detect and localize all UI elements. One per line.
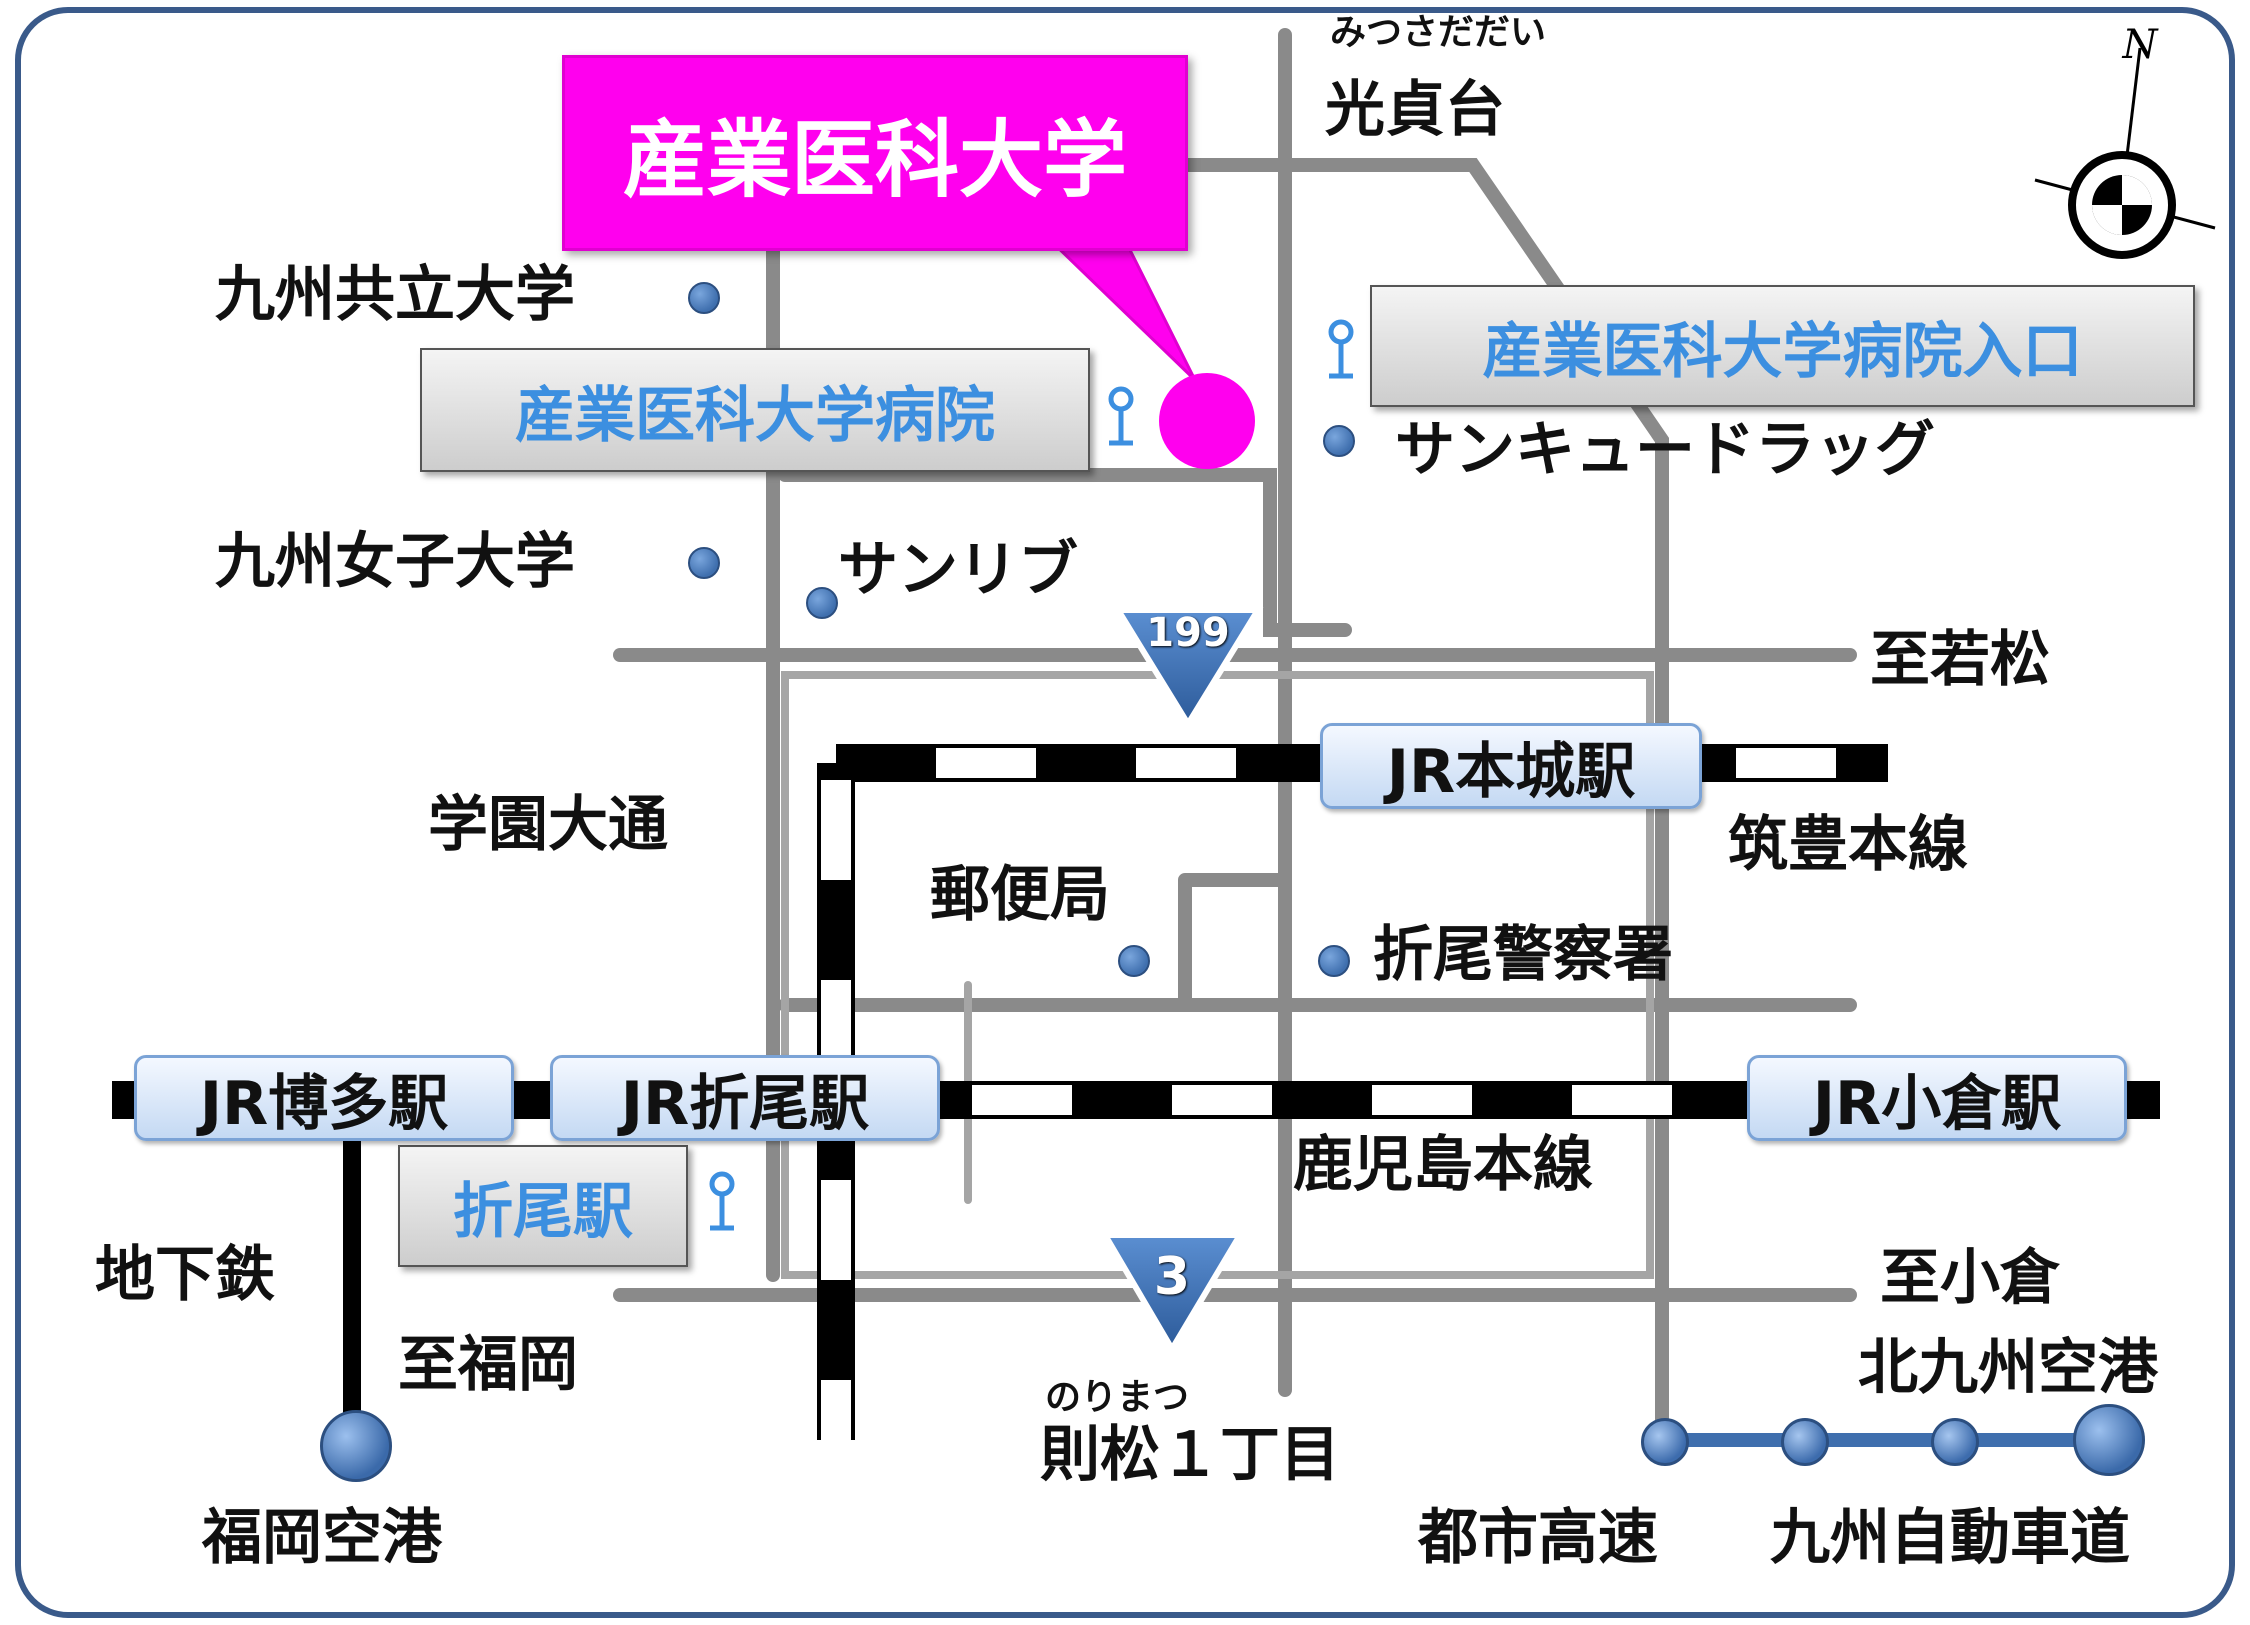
kyushu-kyoritsu-label: 九州共立大学: [215, 260, 575, 330]
bus-stop-hospital: 産業医科大学病院: [420, 348, 1090, 472]
gakuen-odori-label: 学園大通: [428, 790, 668, 860]
bus-stop-orio-station: 折尾駅: [398, 1145, 688, 1267]
expressway-node-marker: [1641, 1418, 1689, 1466]
orio-police-label: 折尾警察署: [1373, 920, 1673, 990]
bus-stop-pin-icon: [709, 1171, 735, 1231]
kitakyushu-airport-label: 北九州空港: [1858, 1333, 2158, 1403]
route-3-shield: [1099, 1232, 1246, 1355]
university-callout: 産業医科大学: [562, 55, 1188, 251]
subway-label: 地下鉄: [95, 1240, 275, 1310]
kagoshima-line-label: 鹿児島本線: [1293, 1130, 1593, 1200]
orio-police-marker: [1318, 945, 1350, 977]
jr-orio-station: JR折尾駅: [550, 1055, 940, 1141]
compass-icon: N: [2034, 22, 2216, 259]
expressway-node-marker: [1781, 1418, 1829, 1466]
sunlive-marker: [806, 587, 838, 619]
expressway-node-marker: [1931, 1418, 1979, 1466]
fukuoka-airport-marker: [320, 1410, 392, 1482]
norimatsu-label: 則松１丁目: [1040, 1420, 1340, 1490]
chikuho-line-label: 筑豊本線: [1728, 810, 1968, 880]
to-fukuoka-label: 至福岡: [398, 1330, 578, 1400]
kyushu-expressway-label: 九州自動車道: [1770, 1503, 2130, 1573]
road-inner-loop: [778, 468, 1352, 637]
jr-honjo-station: JR本城駅: [1320, 723, 1702, 809]
bus-stop-pin-icon: [1328, 319, 1354, 379]
mitsusadai-reading: みつさだだい: [1330, 12, 1547, 53]
kyushu-joshi-marker: [688, 547, 720, 579]
kyushu-kyoritsu-marker: [688, 282, 720, 314]
sun-kyu-drug-label: サンキュードラッグ: [1395, 415, 1935, 485]
road-post-office-bend: [1178, 873, 1292, 1012]
mitsusadai-label: 光貞台: [1325, 75, 1505, 145]
sun-kyu-drug-marker: [1323, 425, 1355, 457]
to-wakamatsu-label: 至若松: [1870, 625, 2050, 695]
kitakyushu-airport-marker: [2073, 1404, 2145, 1476]
jr-kokura-station: JR小倉駅: [1747, 1055, 2127, 1141]
to-kokura-label: 至小倉: [1880, 1243, 2060, 1313]
compass-north-label: N: [2122, 22, 2160, 68]
route-199-number: 199: [1146, 610, 1230, 656]
norimatsu-reading: のりまつ: [1045, 1377, 1190, 1418]
jr-hakata-station: JR博多駅: [134, 1055, 514, 1141]
hospital-marker: [1159, 373, 1255, 469]
route-199-shield: [1112, 607, 1264, 730]
urban-expressway-label: 都市高速: [1418, 1503, 1658, 1573]
route-3-number: 3: [1153, 1247, 1191, 1307]
bus-stop-pin-icon: [1108, 386, 1134, 446]
post-office-marker: [1118, 945, 1150, 977]
kyushu-joshi-label: 九州女子大学: [215, 527, 575, 597]
bus-stop-hospital-entrance: 産業医科大学病院入口: [1370, 285, 2195, 407]
post-office-label: 郵便局: [930, 860, 1110, 930]
sunlive-label: サンリブ: [838, 535, 1078, 605]
fukuoka-airport-label: 福岡空港: [202, 1503, 442, 1573]
